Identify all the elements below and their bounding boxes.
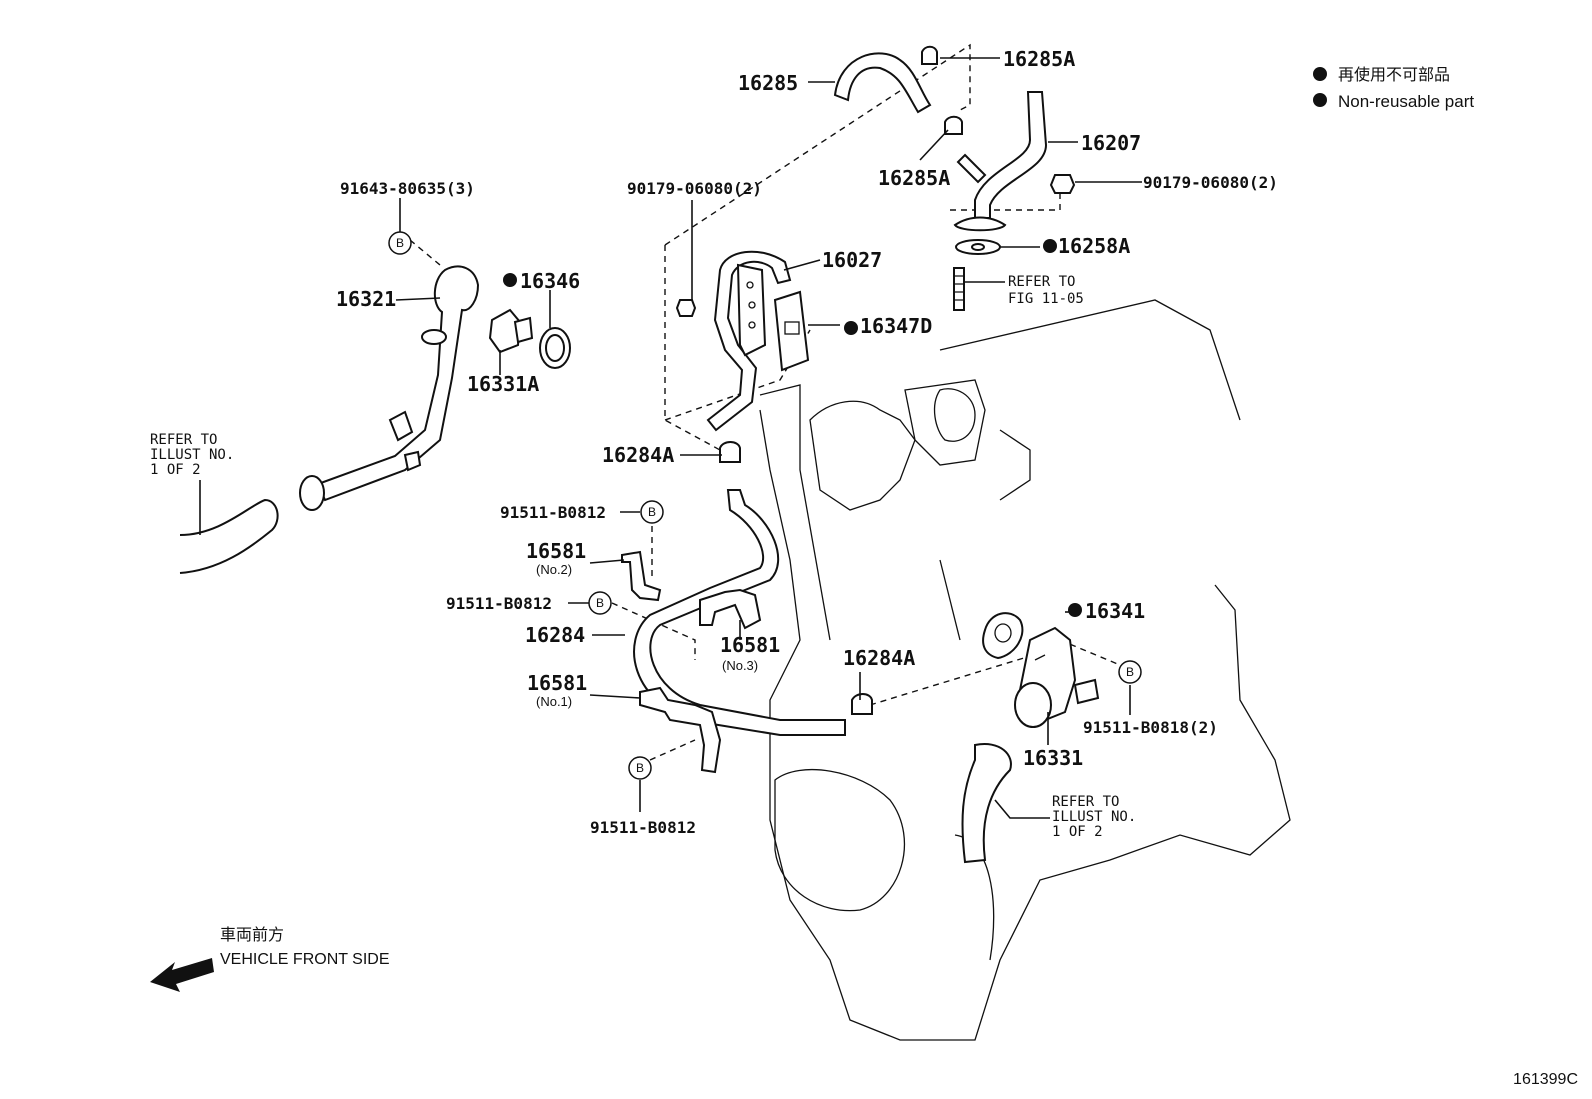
hose-left <box>179 498 279 574</box>
label-16027: 16027 <box>822 248 882 272</box>
clamp-16284A-upper <box>719 441 741 463</box>
svg-text:1 OF 2: 1 OF 2 <box>1052 824 1103 840</box>
svg-text:1 OF 2: 1 OF 2 <box>150 462 201 478</box>
gasket-16258A <box>955 239 1001 255</box>
clamp-16285A-top <box>921 45 938 65</box>
label-91511-a: 91511-B0812 <box>500 503 606 522</box>
stud <box>953 267 965 311</box>
bolt-marker-91511-b: B <box>588 591 612 615</box>
svg-text:ILLUST NO.: ILLUST NO. <box>150 447 234 463</box>
arrow-left-icon <box>150 958 214 992</box>
label-16285A-mid: 16285A <box>878 166 950 190</box>
clamp-16285A-mid <box>944 115 963 135</box>
svg-text:B: B <box>596 596 604 610</box>
svg-text:ILLUST NO.: ILLUST NO. <box>1052 809 1136 825</box>
hose-16284 <box>633 489 846 736</box>
label-91511-b: 91511-B0812 <box>446 594 552 613</box>
vehicle-front-en: VEHICLE FRONT SIDE <box>220 951 390 968</box>
label-16284A-upper: 16284A <box>602 443 674 467</box>
figure-id: 161399C <box>1513 1071 1578 1088</box>
thermostat-16331A <box>488 308 534 354</box>
label-90179-left: 90179-06080(2) <box>627 179 762 198</box>
label-91511-c: 91511-B0812 <box>590 818 696 837</box>
label-16285: 16285 <box>738 71 798 95</box>
bracket-16581-no1 <box>639 686 722 774</box>
water-outlet-16331 <box>1014 626 1100 728</box>
vehicle-front-indicator: 車両前方 VEHICLE FRONT SIDE <box>150 926 390 992</box>
nut-90179-right <box>1049 174 1076 194</box>
vehicle-front-jp: 車両前方 <box>220 926 284 944</box>
bracket-16581-no2 <box>621 550 662 602</box>
engine-block <box>759 299 1291 1041</box>
svg-text:B: B <box>1126 665 1134 679</box>
svg-text:B: B <box>636 761 644 775</box>
label-16285A-top: 16285A <box>1003 47 1075 71</box>
label-16284: 16284 <box>525 623 585 647</box>
clamp-16284A-lower <box>851 693 873 715</box>
pipe-16207 <box>953 91 1048 232</box>
label-16581-no3-sub: (No.3) <box>722 658 758 673</box>
pipe-16027 <box>706 250 792 432</box>
bolt-marker-91511-c: B <box>628 756 652 780</box>
legend-dot-en <box>1313 93 1327 107</box>
label-90179-right: 90179-06080(2) <box>1143 173 1278 192</box>
legend-text-jp: 再使用不可部品 <box>1338 66 1450 84</box>
gasket-16347D <box>773 290 810 372</box>
label-16321: 16321 <box>336 287 396 311</box>
label-16258A: 16258A <box>1058 234 1130 258</box>
label-16207: 16207 <box>1081 131 1141 155</box>
note-refer-illust-right: REFER TO ILLUST NO. 1 OF 2 <box>1052 794 1136 840</box>
gasket-16346 <box>539 327 571 369</box>
svg-text:B: B <box>648 505 656 519</box>
nut-90179-left <box>675 299 697 317</box>
hose-right <box>961 743 1012 864</box>
label-16347D: 16347D <box>860 314 932 338</box>
svg-text:REFER TO: REFER TO <box>150 432 217 448</box>
label-16331: 16331 <box>1023 746 1083 770</box>
legend: 再使用不可部品 Non-reusable part <box>1313 66 1474 111</box>
hose-16285 <box>833 52 932 114</box>
bolt-marker-91643: B <box>388 231 412 255</box>
svg-text:REFER TO: REFER TO <box>1008 274 1075 290</box>
label-16581-no3: 16581 <box>720 633 780 657</box>
label-91643: 91643-80635(3) <box>340 179 475 198</box>
label-16581-no2-sub: (No.2) <box>536 562 572 577</box>
label-16581-no2: 16581 <box>526 539 586 563</box>
label-16331A: 16331A <box>467 372 539 396</box>
bolt-marker-91511-b0818: B <box>1118 660 1142 684</box>
label-16341: 16341 <box>1085 599 1145 623</box>
label-16284A-lower: 16284A <box>843 646 915 670</box>
label-16581-no1: 16581 <box>527 671 587 695</box>
legend-text-en: Non-reusable part <box>1338 92 1474 111</box>
leader-lines <box>199 57 1142 819</box>
bolt-marker-91511-a: B <box>640 500 664 524</box>
part-labels: 16285 16285A 16285A 16207 90179-06080(2)… <box>336 47 1278 837</box>
svg-text:B: B <box>396 236 404 250</box>
label-16581-no1-sub: (No.1) <box>536 694 572 709</box>
svg-text:REFER TO: REFER TO <box>1052 794 1119 810</box>
note-refer-illust-left: REFER TO ILLUST NO. 1 OF 2 <box>150 432 234 478</box>
label-91511-b0818: 91511-B0818(2) <box>1083 718 1218 737</box>
note-refer-fig: REFER TO FIG 11-05 <box>1008 274 1084 307</box>
non-reusable-markers <box>503 239 1082 617</box>
label-16346: 16346 <box>520 269 580 293</box>
legend-dot-jp <box>1313 67 1327 81</box>
pipe-16321 <box>299 265 480 511</box>
svg-text:FIG 11-05: FIG 11-05 <box>1008 291 1084 307</box>
bracket-16581-no3 <box>699 588 762 630</box>
gasket-16341 <box>982 612 1024 660</box>
